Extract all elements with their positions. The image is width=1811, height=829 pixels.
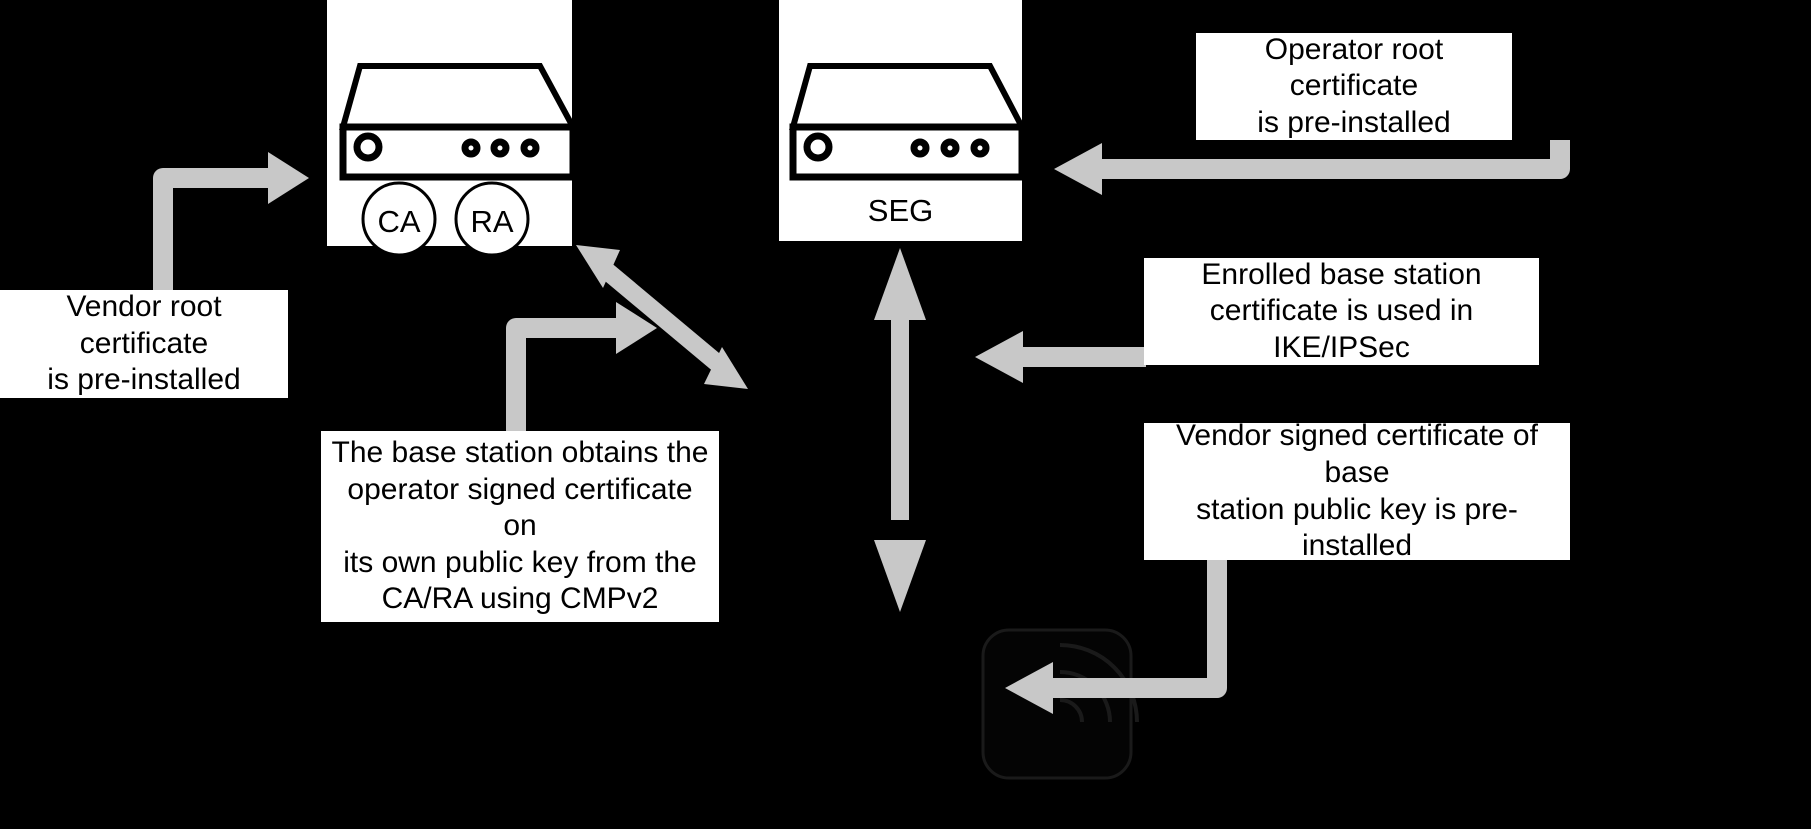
enrolled-cert-note: Enrolled base station certificate is use… [1144,258,1539,365]
vendor-signed-line-2: station public key is pre-installed [1196,492,1518,563]
vendor-signed-note: Vendor signed certificate of base statio… [1144,419,1570,562]
vendor-root-note: Vendor root certificate is pre-installed [0,290,288,398]
connector-operator-root-to-seg [1054,140,1570,195]
enrolled-cert-line-2: certificate is used in IKE/IPSec [1209,294,1474,364]
cmpv2-note: The base station obtains the operator si… [321,431,719,622]
cmpv2-line-3: its own public key from the [343,545,697,579]
operator-root-line-1: Operator root certificate [1264,32,1444,103]
connector-base-station-to-seg [576,245,748,389]
vendor-root-line-2: is pre-installed [47,363,241,397]
seg-node-label: SEG [867,193,934,228]
connector-vendor-root-to-base-station [153,152,309,325]
ra-badge-label: RA [470,204,513,239]
connector-cmpv2-to-link [506,302,657,431]
ca-circle-icon [361,181,437,277]
connector-enrolled-cert-to-link [975,331,1146,383]
wifi-signal-icon [981,628,1139,780]
operator-root-note: Operator root certificate is pre-install… [1196,33,1512,140]
server-icon [339,63,579,181]
vendor-root-line-1: Vendor root certificate [66,290,222,360]
enrolled-cert-line-1: Enrolled base station [1201,257,1482,291]
ca-badge-label: CA [377,204,420,239]
operator-root-line-2: is pre-installed [1257,105,1451,139]
connector-seg-to-radio [874,248,926,612]
vendor-signed-line-1: Vendor signed certificate of base [1176,419,1538,489]
cmpv2-line-2: operator signed certificate on [347,472,693,543]
cmpv2-line-1: The base station obtains the [331,436,709,470]
connector-vendor-signed-to-radio [1005,560,1227,714]
seg-server-icon [789,63,1027,181]
cmpv2-line-4: CA/RA using CMPv2 [381,582,659,616]
ra-circle-icon [454,181,530,277]
